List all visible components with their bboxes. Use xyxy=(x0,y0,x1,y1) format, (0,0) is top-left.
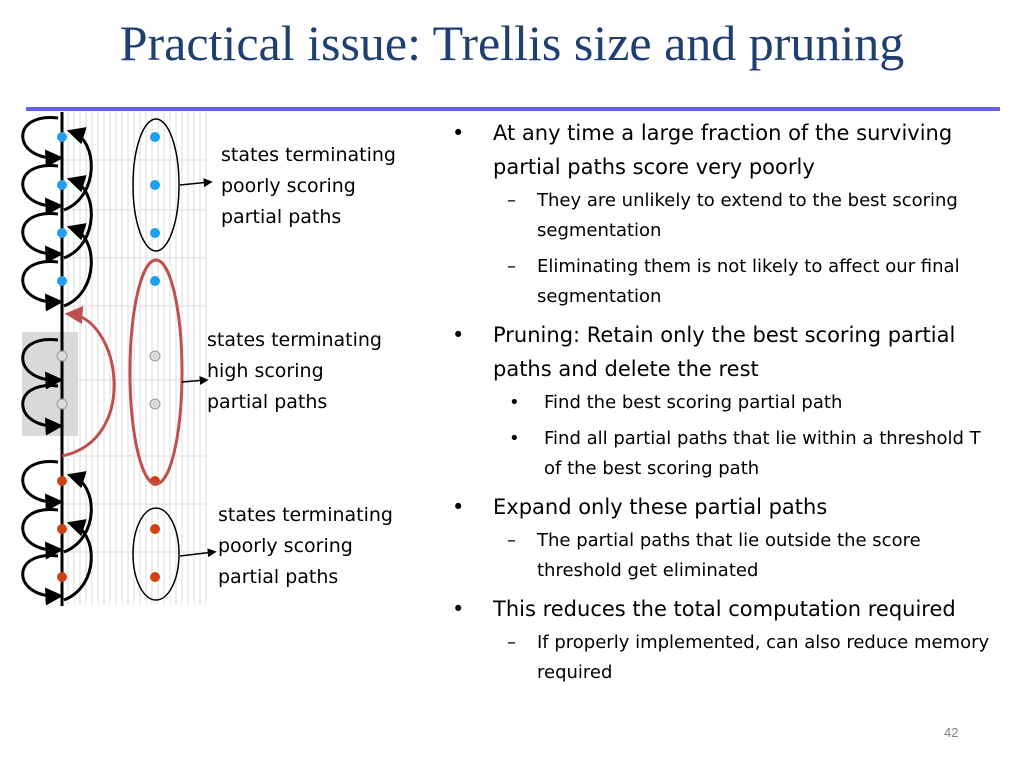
label-middle-high-scoring: states terminating high scoring partial … xyxy=(207,325,382,418)
high-scoring-ellipse xyxy=(128,258,184,486)
label-pointers xyxy=(179,178,217,558)
bullet-list: At any time a large fraction of the surv… xyxy=(452,116,997,694)
sub-bullet-item: The partial paths that lie outside the s… xyxy=(452,526,997,586)
trellis-diagram xyxy=(21,112,217,606)
bullet-item: Expand only these partial paths xyxy=(452,490,997,524)
sub-bullet-item: They are unlikely to extend to the best … xyxy=(452,186,997,246)
axis-nodes xyxy=(56,132,68,582)
label-line: poorly scoring xyxy=(218,535,353,557)
label-line: states terminating xyxy=(218,504,393,526)
sub-bullet-item: Find the best scoring partial path xyxy=(452,388,997,418)
poor-scoring-ellipse-bottom xyxy=(132,507,180,601)
label-bottom-poor-scoring: states terminating poorly scoring partia… xyxy=(218,500,393,593)
self-loop-arcs xyxy=(21,116,64,606)
bullet-item: At any time a large fraction of the surv… xyxy=(452,116,997,184)
page-number: 42 xyxy=(944,725,959,740)
skip-arcs xyxy=(63,127,93,602)
poor-scoring-ellipse-top xyxy=(132,118,180,252)
label-line: partial paths xyxy=(221,206,342,228)
sub-bullet-item: Eliminating them is not likely to affect… xyxy=(452,252,997,312)
label-line: poorly scoring xyxy=(221,175,356,197)
best-path-arc xyxy=(61,306,116,458)
bullet-item: This reduces the total computation requi… xyxy=(452,592,997,626)
label-line: partial paths xyxy=(218,566,339,588)
label-line: states terminating xyxy=(207,329,382,351)
label-line: partial paths xyxy=(207,391,328,413)
label-line: states terminating xyxy=(221,144,396,166)
label-top-poor-scoring: states terminating poorly scoring partia… xyxy=(221,140,396,233)
bullet-item: Pruning: Retain only the best scoring pa… xyxy=(452,318,997,386)
label-line: high scoring xyxy=(207,360,324,382)
slide-title: Practical issue: Trellis size and prunin… xyxy=(119,15,905,71)
sub-bullet-item: Find all partial paths that lie within a… xyxy=(452,424,997,484)
state-column-nodes xyxy=(149,132,161,582)
sub-bullet-item: If properly implemented, can also reduce… xyxy=(452,628,997,688)
title-underline xyxy=(26,107,1000,111)
